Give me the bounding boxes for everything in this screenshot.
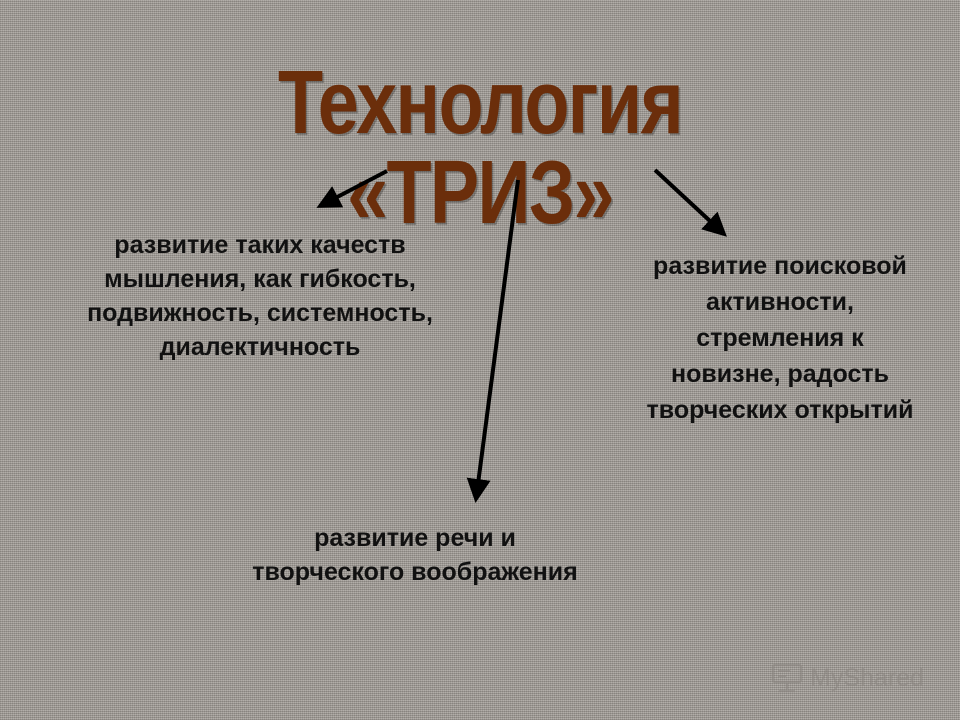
branch-center-text: развитие речи и творческого воображения bbox=[252, 524, 578, 586]
arrow-left bbox=[316, 169, 388, 208]
arrow-center bbox=[466, 179, 520, 503]
branch-left-text: развитие таких качеств мышления, как гиб… bbox=[87, 231, 433, 361]
arrow-right bbox=[653, 168, 727, 237]
watermark-text: MyShared bbox=[810, 663, 924, 692]
watermark: MyShared bbox=[770, 660, 940, 696]
slide-title: Технология «ТРИЗ» bbox=[277, 53, 684, 243]
classroom-board-icon bbox=[771, 663, 803, 693]
branch-right-text: развитие поисковой активности, стремлени… bbox=[646, 252, 914, 424]
